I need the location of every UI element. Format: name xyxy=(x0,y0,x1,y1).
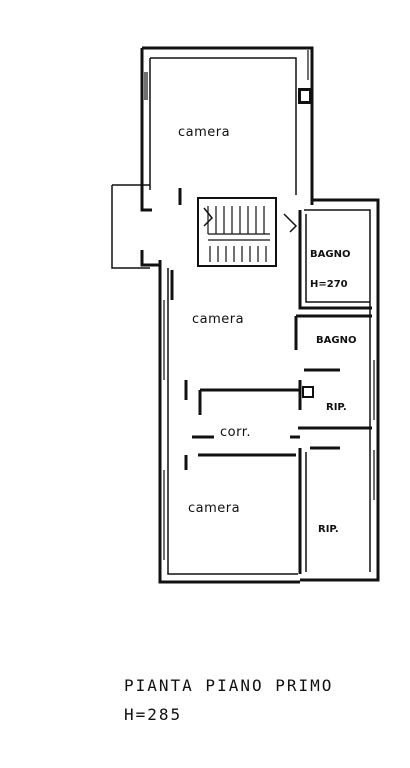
window-marks xyxy=(144,50,375,560)
room-label-camera-bottom: camera xyxy=(188,501,240,516)
room-label-camera-top: camera xyxy=(178,125,230,140)
plan-title: PIANTA PIANO PRIMO xyxy=(124,676,334,695)
shafts xyxy=(298,88,314,398)
room-label-bagno-2: BAGNO xyxy=(316,335,356,346)
room-height-label-bagno-1: H=270 xyxy=(310,279,348,290)
outer-walls xyxy=(111,46,380,584)
room-label-camera-middle: camera xyxy=(192,312,244,327)
staircase xyxy=(197,197,298,267)
room-label-rip-1: RIP. xyxy=(326,402,347,413)
room-label-corr: corr. xyxy=(220,425,251,440)
interior-walls xyxy=(170,188,372,574)
floor-plan-drawing: camera BAGNO H=270 camera BAGNO RIP. cor… xyxy=(111,46,380,584)
room-label-bagno-1: BAGNO xyxy=(310,249,350,260)
plan-height: H=285 xyxy=(124,705,183,724)
room-label-rip-2: RIP. xyxy=(318,524,339,535)
